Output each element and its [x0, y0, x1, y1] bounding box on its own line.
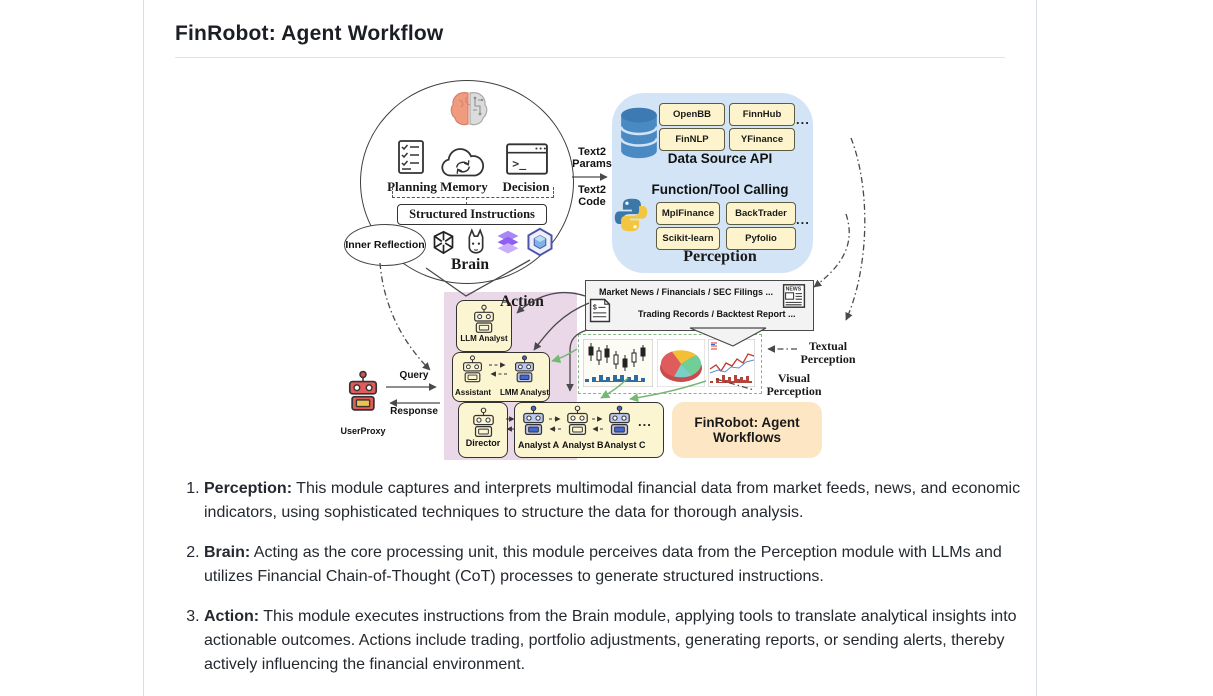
decision-label: Decision	[502, 179, 550, 194]
analyst-a-label: Analyst A	[518, 440, 560, 450]
visual-perception-label: Visual Perception	[766, 371, 822, 398]
text2-code-label: Text2 Code	[578, 184, 606, 208]
list-term: Action:	[204, 608, 260, 625]
memory-icon	[441, 148, 485, 177]
structured-instructions-box: Structured Instructions	[397, 204, 547, 225]
director-label: Director	[465, 438, 501, 448]
openai-logo-icon	[433, 230, 454, 255]
modules-bracket-tick	[466, 197, 468, 205]
userproxy-robot-icon	[346, 370, 380, 412]
query-label: Query	[399, 370, 429, 381]
llama-logo-icon	[468, 228, 484, 254]
cube-logo-icon	[527, 227, 553, 257]
api-button-finnlp: FinNLP	[659, 128, 725, 151]
list-term: Brain:	[204, 544, 251, 561]
tool-button-backtrader: BackTrader	[726, 202, 796, 225]
list-text: This module captures and interprets mult…	[204, 480, 1021, 521]
brain-icon	[450, 92, 488, 126]
page-title: FinRobot: Agent Workflow	[175, 22, 444, 45]
tool-button-pyfolio: Pyfolio	[726, 227, 796, 250]
api-ellipsis: ...	[796, 112, 810, 127]
news-icon: NEWS	[782, 284, 806, 308]
api-button-openbb: OpenBB	[659, 103, 725, 126]
analysts-ellipsis: ...	[638, 414, 652, 429]
tool-button-mplfinance: MplFinance	[656, 202, 720, 225]
analyst-b-robot-icon	[565, 405, 590, 436]
analyst-c-label: Analyst C	[604, 440, 646, 450]
tool-ellipsis: ...	[796, 212, 810, 227]
python-logo-icon	[614, 198, 648, 232]
pie-chart-thumbnail	[657, 339, 705, 387]
inner-reflection-bubble: Inner Reflection	[344, 224, 426, 266]
api-button-finnhub: FinnHub	[729, 103, 795, 126]
planning-label: Planning	[387, 179, 437, 194]
action-label: Action	[500, 293, 544, 310]
workflow-diagram: >_ Planning Memory Decision Structured I…	[340, 80, 866, 460]
analyst-b-label: Analyst B	[562, 440, 604, 450]
svg-text:NEWS: NEWS	[786, 286, 802, 292]
llm-analyst-label: LLM Analyst	[460, 334, 508, 343]
llm-analyst-box: LLM Analyst	[456, 300, 512, 352]
candlestick-chart-thumbnail	[583, 339, 653, 387]
list-item-perception: Perception: This module captures and int…	[204, 477, 1042, 525]
textual-perception-label: Textual Perception	[800, 339, 856, 366]
report-document-icon: $	[589, 298, 611, 323]
data-source-api-title: Data Source API	[667, 151, 773, 166]
database-icon	[619, 107, 659, 159]
market-data-line2: Trading Records / Backtest Report ...	[638, 309, 796, 319]
llm-analyst-robot-icon	[472, 304, 496, 334]
director-robot-icon	[471, 407, 496, 438]
perception-label: Perception	[683, 248, 757, 265]
finrobot-workflows-box: FinRobot: Agent Workflows	[672, 402, 822, 458]
response-label: Response	[390, 406, 438, 417]
planning-icon	[398, 140, 424, 174]
api-button-yfinance: YFinance	[729, 128, 795, 151]
tool-button-scikit-learn: Scikit-learn	[656, 227, 720, 250]
price-chart-thumbnail	[708, 339, 755, 387]
function-tool-calling-title: Function/Tool Calling	[651, 182, 789, 197]
list-term: Perception:	[204, 480, 293, 497]
card-right-border	[1036, 0, 1037, 696]
list-text: Acting as the core processing unit, this…	[204, 544, 1002, 585]
memory-label: Memory	[440, 179, 488, 194]
director-box: Director	[458, 402, 508, 458]
assistant-robot-icon	[461, 355, 484, 383]
svg-text:>_: >_	[512, 156, 526, 171]
brain-label: Brain	[451, 256, 489, 273]
lmm-analyst-robot-icon	[513, 355, 536, 383]
svg-text:$: $	[593, 305, 597, 312]
layers-logo-icon	[497, 230, 519, 254]
lmm-analyst-label: LMM Analyst	[500, 388, 550, 397]
assistant-label: Assistant	[455, 388, 492, 397]
text2-params-label: Text2 Params	[572, 146, 612, 170]
list-item-brain: Brain: Acting as the core processing uni…	[204, 541, 1042, 589]
analyst-a-robot-icon	[521, 405, 546, 436]
title-divider	[175, 57, 1005, 58]
modules-bracket	[392, 187, 554, 198]
list-item-action: Action: This module executes instruction…	[204, 605, 1042, 677]
userproxy-label: UserProxy	[340, 426, 386, 436]
modules-list: Perception: This module captures and int…	[175, 477, 1042, 693]
decision-icon: >_	[506, 143, 548, 175]
list-text: This module executes instructions from t…	[204, 608, 1017, 673]
market-data-line1: Market News / Financials / SEC Filings .…	[599, 287, 774, 297]
analyst-c-robot-icon	[607, 405, 632, 436]
card-left-border	[143, 0, 144, 696]
